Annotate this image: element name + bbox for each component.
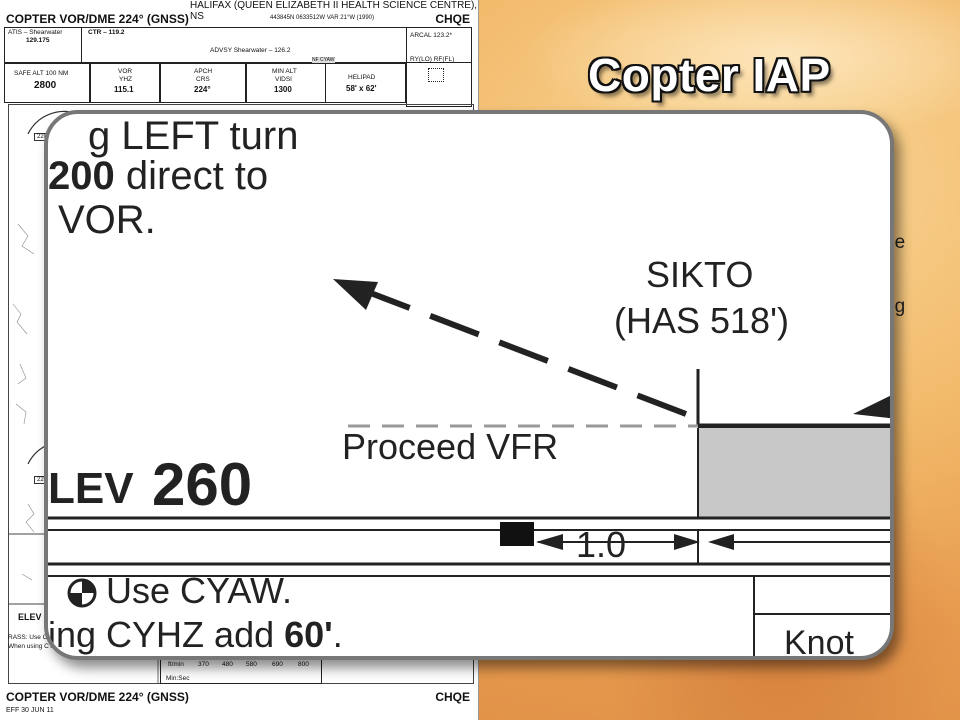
approach-course-value: 224° bbox=[194, 85, 211, 94]
vdsi-label: VIDSI bbox=[275, 76, 292, 83]
slide-title: Copter IAP bbox=[588, 49, 831, 101]
rass-line-2-prefix: ing CYHZ add bbox=[48, 614, 285, 655]
elevation-value: 260 bbox=[152, 451, 253, 518]
lighting-cell bbox=[406, 27, 472, 107]
ctr-frequency: CTR – 119.2 bbox=[88, 29, 125, 36]
apch-label: APCH bbox=[194, 68, 213, 75]
ftmin-value: 370 bbox=[198, 661, 209, 668]
elevation-label: LEV bbox=[48, 464, 134, 513]
rass-note-line2: When using CYHZ add 60'. bbox=[8, 643, 87, 650]
crs-label: CRS bbox=[196, 76, 210, 83]
advsy-frequency: ADVSY Shearwater – 126.2 bbox=[210, 47, 291, 54]
fix-name: SIKTO bbox=[646, 254, 754, 295]
instruction-line-3: VOR. bbox=[58, 198, 156, 242]
minsec-label: Min:Sec bbox=[166, 675, 190, 682]
zoom-inset: g LEFT turn 200 direct to VOR. SIKTO (HA… bbox=[44, 110, 894, 660]
effective-date: EFF 30 JUN 11 bbox=[6, 707, 54, 714]
arcal-frequency: ARCAL 123.2* bbox=[410, 32, 453, 39]
rass-note-line1: RASS: Use CYAW. bbox=[8, 634, 63, 641]
instruction-text: direct to bbox=[114, 154, 269, 198]
safe-alt-label: SAFE ALT 100 NM bbox=[14, 70, 69, 77]
chart-coordinates: 443845N 0633512W VAR 21°W (1990) bbox=[270, 15, 375, 21]
footer-ident: CHQE bbox=[435, 690, 470, 704]
knots-label: Knot bbox=[784, 624, 854, 660]
atis-frequency: 129.175 bbox=[26, 37, 50, 44]
atis-label: ATIS – Shearwater bbox=[8, 29, 63, 36]
safe-alt-value: 2800 bbox=[34, 80, 57, 91]
safe-alt-cell bbox=[4, 63, 90, 103]
helipad-lights-icon bbox=[428, 68, 444, 82]
instruction-line-2: 200 direct to bbox=[48, 154, 268, 199]
distance-label: 1.0 bbox=[576, 524, 627, 565]
chart-location: HALIFAX (QUEEN ELIZABETH II HEALTH SCIEN… bbox=[190, 0, 478, 22]
ftmin-value: 800 bbox=[298, 661, 309, 668]
min-alt-cell bbox=[246, 63, 326, 103]
atis-cell bbox=[4, 27, 82, 63]
vor-frequency: 115.1 bbox=[114, 85, 134, 94]
ftmin-label: ft/min bbox=[168, 661, 184, 668]
proceed-vfr-label: Proceed VFR bbox=[342, 426, 559, 467]
ftmin-value: 690 bbox=[272, 661, 283, 668]
vor-label: VOR bbox=[118, 68, 133, 75]
instruction-line-1: g LEFT turn bbox=[88, 114, 299, 158]
runway-lighting: RY(LO) RF(FL) bbox=[410, 56, 455, 63]
helipad-dimensions: 58' x 62' bbox=[346, 84, 377, 93]
rass-line-1: Use CYAW. bbox=[106, 570, 293, 611]
chart-ident: CHQE bbox=[435, 12, 470, 26]
approach-course-cell bbox=[160, 63, 246, 103]
ftmin-value: 480 bbox=[222, 661, 233, 668]
rass-line-2-period: . bbox=[332, 614, 343, 655]
helipad-label: HELIPAD bbox=[348, 74, 376, 81]
chart-procedure-title: COPTER VOR/DME 224° (GNSS) bbox=[6, 12, 189, 26]
vor-ident: YHZ bbox=[119, 76, 132, 83]
footer-procedure-title: COPTER VOR/DME 224° (GNSS) bbox=[6, 690, 189, 704]
min-alt-label: MIN ALT bbox=[272, 68, 297, 75]
vor-cell bbox=[90, 63, 160, 103]
zoom-drawing bbox=[48, 279, 890, 656]
nf-note: NF CYAW bbox=[312, 57, 335, 63]
min-alt-value: 1300 bbox=[274, 85, 292, 94]
rass-line-2: ing CYHZ add 60'. bbox=[48, 614, 343, 656]
ftmin-value: 580 bbox=[246, 661, 257, 668]
rass-add-value: 60' bbox=[284, 614, 333, 655]
instruction-altitude: 200 bbox=[48, 154, 115, 198]
fix-altitude: (HAS 518') bbox=[614, 300, 789, 341]
elev-small: ELEV 26 bbox=[18, 612, 55, 622]
